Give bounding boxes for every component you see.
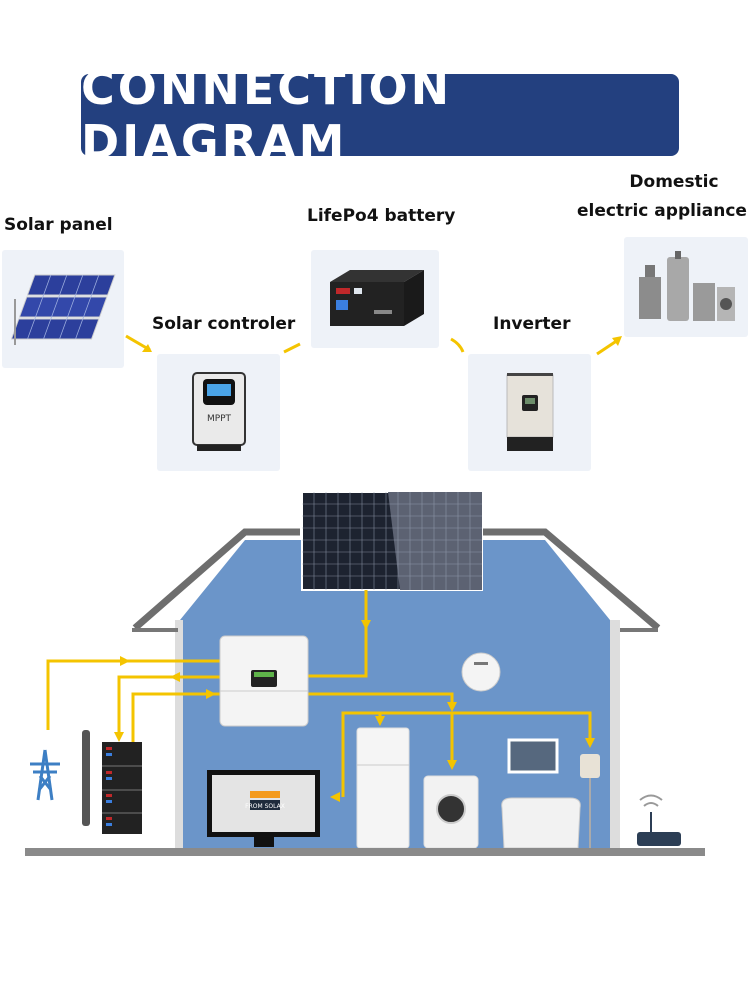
floor-lamp [580, 754, 600, 848]
grid-box [28, 730, 86, 840]
appliances-icon [639, 251, 735, 321]
label-solar-panel: Solar panel [4, 215, 113, 235]
hybrid-inverter [219, 635, 309, 727]
solar-controller-card: MPPT [157, 354, 280, 471]
wall-picture [507, 738, 559, 774]
battery-icon [330, 270, 424, 326]
armchair [501, 797, 581, 849]
house-diagram: FROM SOLAX [25, 491, 705, 856]
appliance-card [624, 237, 748, 337]
page-title: CONNECTION DIAGRAM [81, 61, 453, 169]
grid-pylon-icon [30, 749, 60, 801]
flow-arrow-2 [283, 342, 301, 354]
label-appliance-line2: electric appliance [577, 201, 747, 221]
smart-meter [461, 652, 501, 692]
flow-arrow-4 [596, 336, 622, 356]
tv-screen-text: FROM SOLAX [245, 803, 285, 810]
inverter-card [468, 354, 591, 471]
mppt-controller-icon: MPPT [191, 371, 246, 451]
battery-stack [102, 742, 142, 834]
title-banner: CONNECTION DIAGRAM [81, 61, 679, 169]
label-inverter: Inverter [493, 314, 571, 334]
wifi-router [637, 794, 681, 846]
inverter-icon [506, 372, 553, 451]
label-solar-controller: Solar controler [152, 314, 296, 334]
washing-machine [423, 775, 479, 849]
flow-arrow-3 [450, 337, 465, 353]
refrigerator [356, 727, 410, 849]
floor [25, 848, 705, 856]
wiring-arrowheads [114, 620, 595, 802]
mppt-text: MPPT [206, 414, 231, 424]
battery-card [311, 250, 439, 348]
solar-panel-card [2, 250, 124, 368]
roof-left [132, 528, 300, 631]
roof-right [480, 528, 661, 631]
label-appliance-line1: Domestic [629, 172, 719, 192]
wiring [46, 590, 592, 797]
flow-arrow-1 [125, 334, 152, 352]
tv: FROM SOLAX [207, 770, 320, 847]
solar-panel-icon [10, 274, 116, 345]
label-battery: LifePo4 battery [307, 206, 456, 226]
roof-solar-panel [301, 491, 483, 591]
